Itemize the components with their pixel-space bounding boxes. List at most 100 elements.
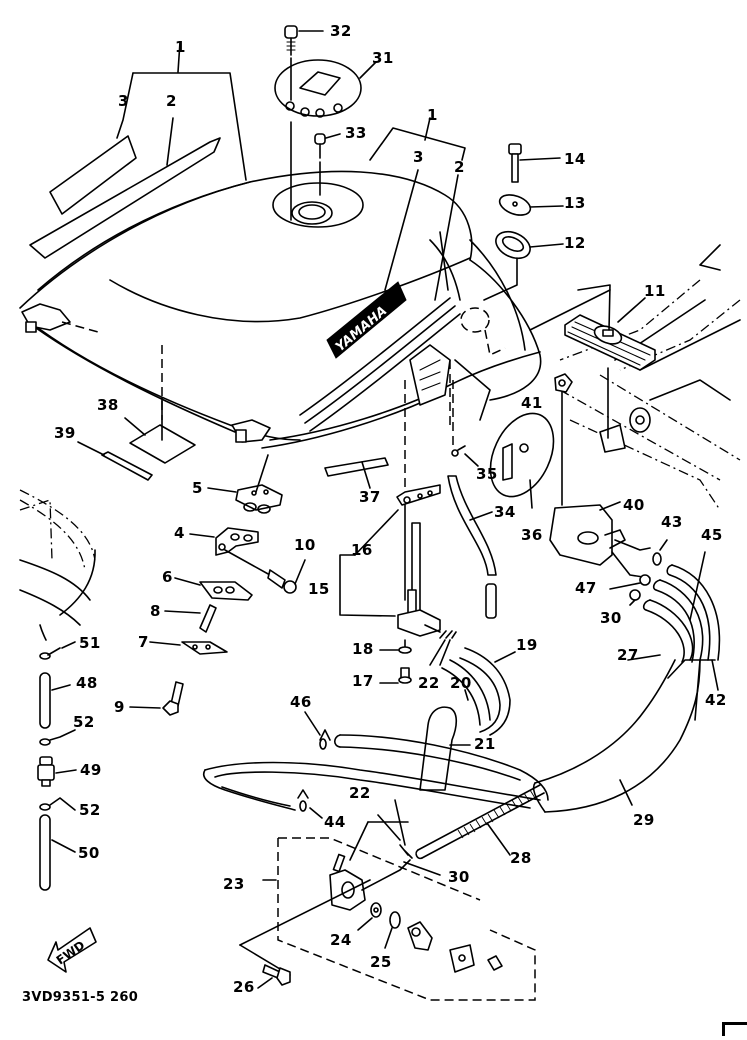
sensor-unit xyxy=(409,344,491,421)
boot-21 xyxy=(419,706,471,791)
frame-outline xyxy=(529,244,741,511)
callout-3-right: 3 xyxy=(413,148,424,166)
callout-28: 28 xyxy=(510,849,532,867)
callout-9: 9 xyxy=(114,698,125,716)
callout-37: 37 xyxy=(359,488,381,506)
callout-20: 20 xyxy=(450,674,472,692)
callout-5: 5 xyxy=(192,479,203,497)
drawing-code: 3VD9351-5 260 xyxy=(22,990,139,1005)
callout-8: 8 xyxy=(150,602,161,620)
bolt-9 xyxy=(129,681,184,716)
callout-35: 35 xyxy=(476,465,498,483)
plate-7 xyxy=(149,641,228,655)
callout-22-upper: 22 xyxy=(418,674,440,692)
washer-13 xyxy=(498,194,564,216)
clips-22 xyxy=(429,630,457,666)
plate-6 xyxy=(174,577,253,601)
callout-39: 39 xyxy=(54,424,76,442)
screw-10 xyxy=(267,559,306,594)
callout-47: 47 xyxy=(575,579,597,597)
rubber-strip-37 xyxy=(324,457,389,489)
callout-15: 15 xyxy=(308,580,330,598)
grommet-12 xyxy=(483,230,564,301)
clip-51 xyxy=(39,641,76,660)
callout-14: 14 xyxy=(564,150,586,168)
callout-2-left: 2 xyxy=(166,92,177,110)
hoses-19-20 xyxy=(441,647,516,736)
fuel-pump-40 xyxy=(549,501,651,579)
callout-22-lower: 22 xyxy=(349,784,371,802)
fwd-arrow-icon: FWD xyxy=(47,927,97,973)
callout-51: 51 xyxy=(79,634,101,652)
callout-36: 36 xyxy=(521,526,543,544)
hoses-27-45-42 xyxy=(627,551,721,721)
callout-13: 13 xyxy=(564,194,586,212)
bracket-36 xyxy=(489,412,555,509)
callout-27: 27 xyxy=(617,646,639,664)
callout-49: 49 xyxy=(80,761,102,779)
clip-52b xyxy=(39,797,76,811)
yamaha-emblem: YAMAHA xyxy=(326,281,407,359)
callout-32: 32 xyxy=(330,22,352,40)
page-corner-mark xyxy=(722,1022,747,1036)
frame-left xyxy=(19,489,96,641)
nut-41 xyxy=(554,373,573,506)
valve-49 xyxy=(37,756,77,787)
callout-46: 46 xyxy=(290,693,312,711)
collar-8 xyxy=(164,604,217,633)
cover-29 xyxy=(532,659,701,813)
callout-33: 33 xyxy=(345,124,367,142)
callout-34: 34 xyxy=(494,503,516,521)
breather-hose xyxy=(203,734,549,811)
callout-48: 48 xyxy=(76,674,98,692)
pad-38 xyxy=(124,345,196,464)
callout-17: 17 xyxy=(352,672,374,690)
clips-43-47-30 xyxy=(609,539,668,606)
callout-50: 50 xyxy=(78,844,100,862)
bracket-4 xyxy=(189,527,271,576)
decal-2-left xyxy=(29,137,221,259)
filler-cap xyxy=(274,25,377,221)
callout-42: 42 xyxy=(705,691,727,709)
callout-43: 43 xyxy=(661,513,683,531)
clip-52a xyxy=(39,729,76,746)
callout-52-upper: 52 xyxy=(73,713,95,731)
hose-50 xyxy=(39,814,76,891)
clip-44 xyxy=(297,789,323,819)
callout-44: 44 xyxy=(324,813,346,831)
callout-7: 7 xyxy=(138,633,149,651)
damper-5 xyxy=(207,454,283,514)
callout-4: 4 xyxy=(174,524,185,542)
clip-35 xyxy=(404,360,479,495)
callout-45: 45 xyxy=(701,526,723,544)
callout-11: 11 xyxy=(644,282,666,300)
pad-39 xyxy=(77,441,153,481)
fuel-cock-assembly-23 xyxy=(239,799,536,1001)
callout-12: 12 xyxy=(564,234,586,252)
callout-38: 38 xyxy=(97,396,119,414)
drain-hose-28 xyxy=(415,784,545,860)
callout-19: 19 xyxy=(516,636,538,654)
callout-40: 40 xyxy=(623,496,645,514)
bolt-14 xyxy=(508,143,561,183)
callout-1-right: 1 xyxy=(427,106,438,124)
hose-34 xyxy=(447,475,497,619)
leader-lines-decal-right xyxy=(369,117,466,301)
callout-30-lower: 30 xyxy=(448,868,470,886)
callout-25: 25 xyxy=(370,953,392,971)
callout-6: 6 xyxy=(162,568,173,586)
callout-10: 10 xyxy=(294,536,316,554)
callout-31: 31 xyxy=(372,49,394,67)
callout-3-left: 3 xyxy=(118,92,129,110)
fuel-cock-15 xyxy=(339,484,441,684)
callout-41: 41 xyxy=(521,394,543,412)
callout-2-right: 2 xyxy=(454,158,465,176)
damper-11 xyxy=(564,284,656,439)
callout-23: 23 xyxy=(223,875,245,893)
decal-3-left xyxy=(49,135,137,215)
callout-18: 18 xyxy=(352,640,374,658)
callout-24: 24 xyxy=(330,931,352,949)
callout-52-lower: 52 xyxy=(79,801,101,819)
